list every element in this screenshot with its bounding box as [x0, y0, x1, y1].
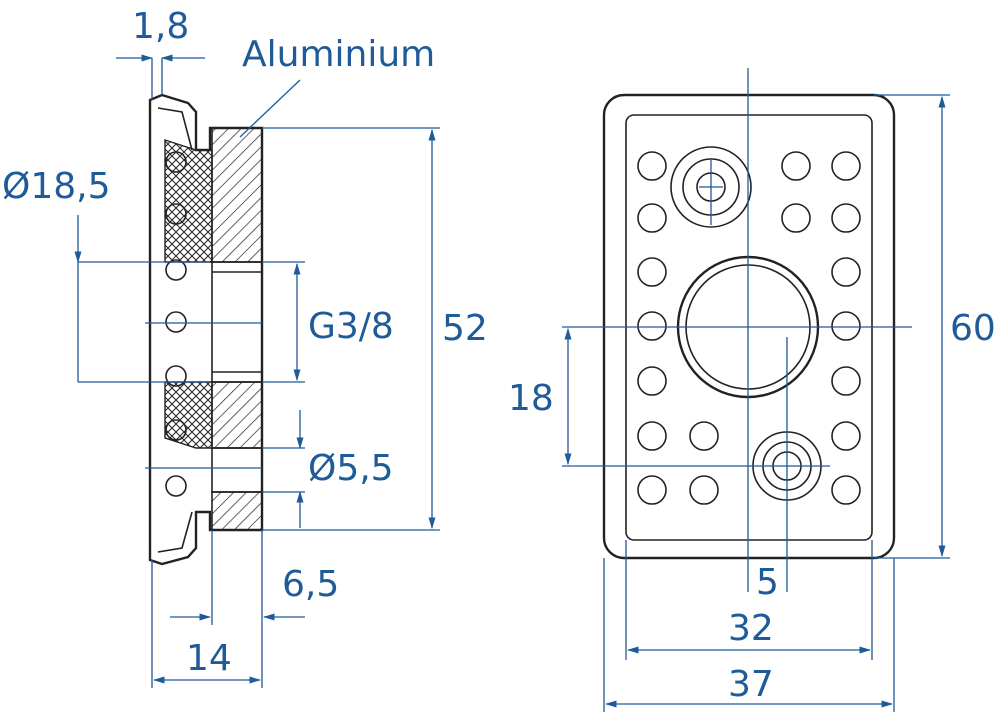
dim-width-37-label: 37 [728, 664, 774, 705]
dim-pitch-18-label: 18 [508, 378, 554, 419]
aluminium-insert-top [211, 127, 263, 263]
dim-depth-14-label: 14 [186, 638, 232, 679]
side-view: 1,8 Aluminium Ø18,5 G3/8 52 Ø5,5 6,5 [2, 6, 488, 688]
dim-height-60-label: 60 [950, 308, 996, 349]
rubber-section-bottom [164, 381, 213, 449]
dim-thickness-label: 1,8 [132, 6, 189, 47]
material-label: Aluminium [242, 34, 435, 75]
side-hole-column [165, 151, 187, 497]
rubber-section-top [164, 139, 213, 263]
lip-inner-line [157, 107, 193, 553]
dim-outer-diameter-label: Ø18,5 [2, 166, 111, 207]
dim-depth-65-label: 6,5 [282, 564, 339, 605]
top-boss-outer [670, 146, 752, 228]
dim-offset-5-label: 5 [756, 562, 779, 603]
aluminium-insert-middle [211, 381, 263, 449]
small-hole-bore [211, 447, 263, 493]
front-hole-grid [637, 151, 861, 505]
dim-hole-diameter-label: Ø5,5 [308, 448, 394, 489]
front-view: 18 5 32 37 60 [508, 68, 996, 712]
aluminium-insert-bottom [211, 491, 263, 531]
thread-bore [211, 261, 263, 383]
dim-width-32-label: 32 [728, 608, 774, 649]
dim-thread-label: G3/8 [308, 306, 394, 347]
dim-height-52-label: 52 [442, 308, 488, 349]
